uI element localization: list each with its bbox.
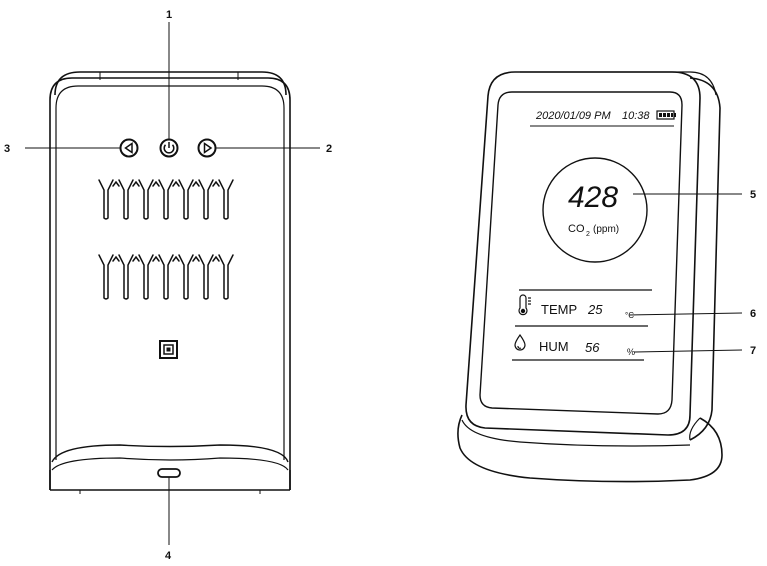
vent-slot	[178, 254, 194, 300]
display-screen: 2020/01/09 PM 10:38 428 CO 2 (ppm) TEMP …	[512, 110, 676, 361]
temp-value: 25	[587, 302, 603, 317]
co2-value: 428	[568, 181, 618, 214]
callout-lines-back	[25, 22, 320, 545]
hum-unit: %	[627, 347, 635, 357]
callout-lines-front	[628, 193, 743, 353]
right-arrow-button-icon[interactable]	[197, 138, 217, 158]
square-target-icon	[159, 340, 178, 359]
vent-joint	[152, 255, 160, 262]
vent-slot	[218, 179, 234, 220]
co2-subscript: 2	[586, 231, 590, 238]
callout-2: 2	[326, 143, 332, 155]
temp-label: TEMP	[541, 302, 577, 317]
vent-slot	[178, 179, 194, 220]
battery-icon	[656, 110, 676, 120]
vent-slot	[218, 254, 234, 300]
co2-ring	[542, 157, 648, 263]
co2-label: CO	[568, 223, 585, 235]
callout-1: 1	[166, 9, 172, 21]
callout-3: 3	[4, 143, 10, 155]
usb-port-icon	[157, 468, 181, 478]
vent-slot	[138, 179, 154, 220]
callout-4: 4	[165, 550, 172, 562]
power-button-icon[interactable]	[159, 138, 179, 158]
vent-slot	[118, 254, 134, 300]
vent-slot	[198, 179, 214, 220]
co2-unit: (ppm)	[593, 224, 619, 235]
vent-joint	[192, 255, 200, 262]
vent-joint	[172, 255, 180, 262]
temp-unit: °C	[625, 311, 634, 320]
device-front-view	[457, 71, 723, 483]
vent-slot	[198, 254, 214, 300]
vent-joint	[152, 180, 160, 187]
vent-joint	[112, 180, 120, 187]
vent-slot	[138, 254, 154, 300]
thermometer-icon	[518, 294, 531, 316]
hum-label: HUM	[539, 339, 569, 354]
left-arrow-button-icon[interactable]	[119, 138, 139, 158]
vent-slot	[98, 179, 114, 220]
vent-slot	[118, 179, 134, 220]
callout-7: 7	[750, 345, 756, 357]
vent-joint	[172, 180, 180, 187]
callout-6: 6	[750, 308, 756, 320]
hum-value: 56	[585, 340, 600, 355]
callout-5: 5	[750, 189, 756, 201]
vent-joint	[192, 180, 200, 187]
vent-slot	[158, 254, 174, 300]
vent-joint	[112, 255, 120, 262]
vent-joint	[212, 180, 220, 187]
vent-slot	[98, 254, 114, 300]
vent-joint	[132, 255, 140, 262]
vent-joint	[212, 255, 220, 262]
device-back-view	[49, 71, 291, 494]
time-text: 10:38	[622, 110, 650, 122]
datetime-text: 2020/01/09 PM	[535, 110, 611, 122]
vent-slot	[158, 179, 174, 220]
droplet-icon	[514, 333, 526, 351]
vent-grille	[98, 179, 234, 300]
vent-joint	[132, 180, 140, 187]
